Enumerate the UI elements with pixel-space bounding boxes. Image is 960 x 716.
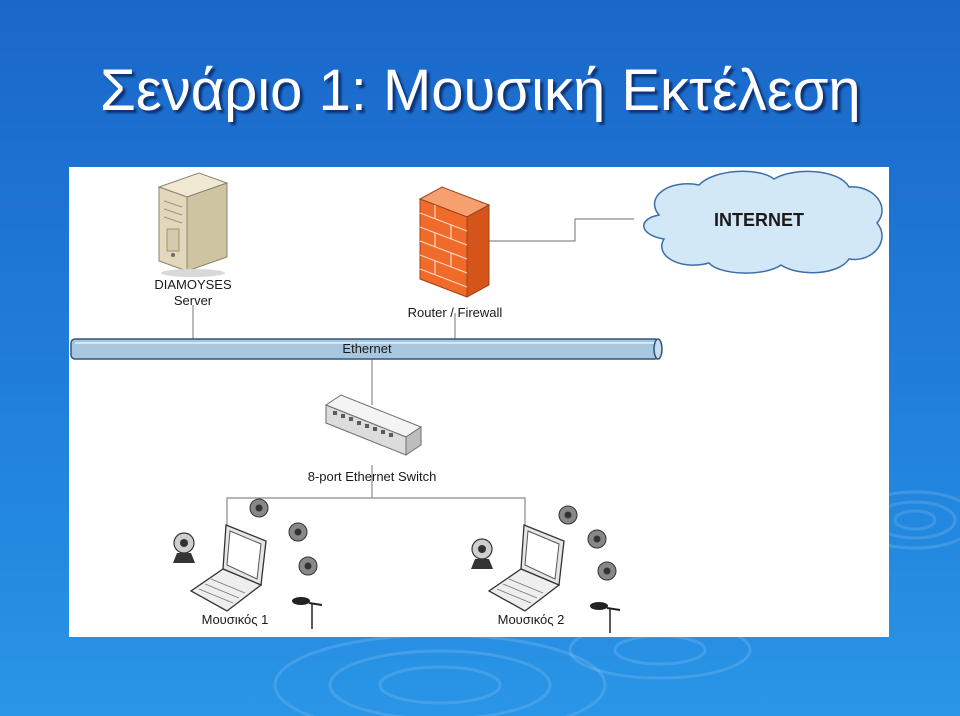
server-icon xyxy=(157,172,229,277)
microphone-icon xyxy=(590,602,621,633)
network-diagram: INTERNET DIAMOYSES Server xyxy=(69,167,889,637)
microphone-icon xyxy=(292,597,323,629)
laptop-icon xyxy=(487,524,565,612)
musician-1-label: Μουσικός 1 xyxy=(202,612,269,627)
speaker-icon xyxy=(249,498,269,518)
firewall-icon xyxy=(418,186,491,298)
switch-label: 8-port Ethernet Switch xyxy=(308,469,437,484)
connection-lines xyxy=(192,218,634,525)
speaker-icon xyxy=(298,556,318,576)
switch-icon xyxy=(324,394,423,456)
speaker-icon xyxy=(587,529,607,549)
laptop-icon xyxy=(189,524,267,612)
internet-label: INTERNET xyxy=(714,210,804,230)
speaker-icon xyxy=(597,561,617,581)
server-label-line1: DIAMOYSES xyxy=(154,277,232,292)
speaker-icon xyxy=(288,522,308,542)
musician-2-label: Μουσικός 2 xyxy=(498,612,565,627)
webcam-icon xyxy=(471,538,493,569)
webcam-icon xyxy=(173,532,195,563)
ethernet-label: Ethernet xyxy=(342,341,392,356)
musician-1-station xyxy=(173,498,323,629)
internet-cloud: INTERNET xyxy=(643,170,883,274)
server-label-line2: Server xyxy=(174,293,213,308)
musician-2-station xyxy=(471,505,621,633)
ethernet-bus xyxy=(70,338,663,360)
router-firewall-label: Router / Firewall xyxy=(408,305,503,320)
slide-title: Σενάριο 1: Μουσική Εκτέλεση xyxy=(100,58,861,123)
speaker-icon xyxy=(558,505,578,525)
